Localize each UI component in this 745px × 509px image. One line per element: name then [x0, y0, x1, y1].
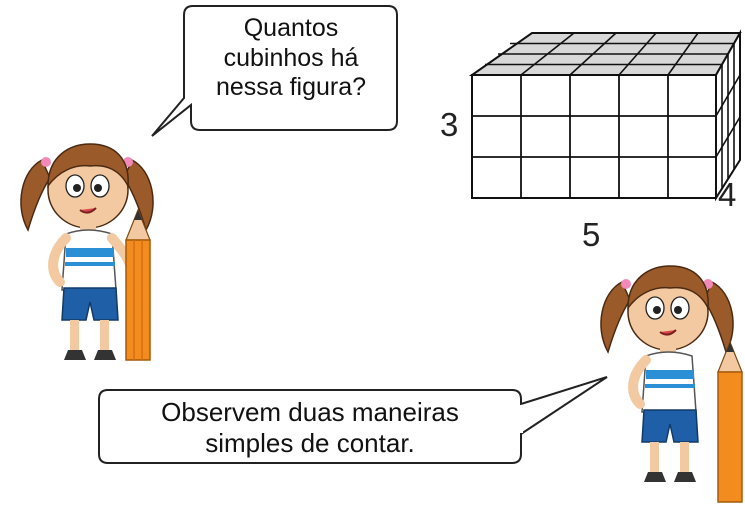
width-label: 5 [582, 216, 601, 253]
speech-bottom-line-2: simples de contar. [205, 427, 415, 458]
cuboid-figure [468, 29, 742, 202]
girl-left [20, 143, 154, 361]
speech-top-line-1: Quantos [243, 14, 339, 42]
speech-top-line-3: nessa figura? [215, 73, 367, 101]
speech-bubble-top [151, 5, 398, 137]
girl-right [600, 265, 743, 503]
speech-bottom-line-1: Observem duas maneiras [161, 397, 459, 427]
right-face-grid [715, 43, 741, 188]
front-face-grid [472, 75, 716, 198]
speech-top-line-2: cubinhos há [223, 43, 359, 72]
depth-label: 4 [718, 176, 737, 213]
speech-bubble-bottom [98, 376, 608, 464]
top-face-grid [485, 32, 735, 76]
speech-text-top: Quantos cubinhos há nessa figura? [186, 14, 396, 103]
height-label: 3 [440, 106, 459, 143]
pencil-left [125, 208, 151, 361]
pencil-right [717, 340, 743, 503]
speech-text-bottom: Observem duas maneiras simples de contar… [100, 397, 520, 458]
